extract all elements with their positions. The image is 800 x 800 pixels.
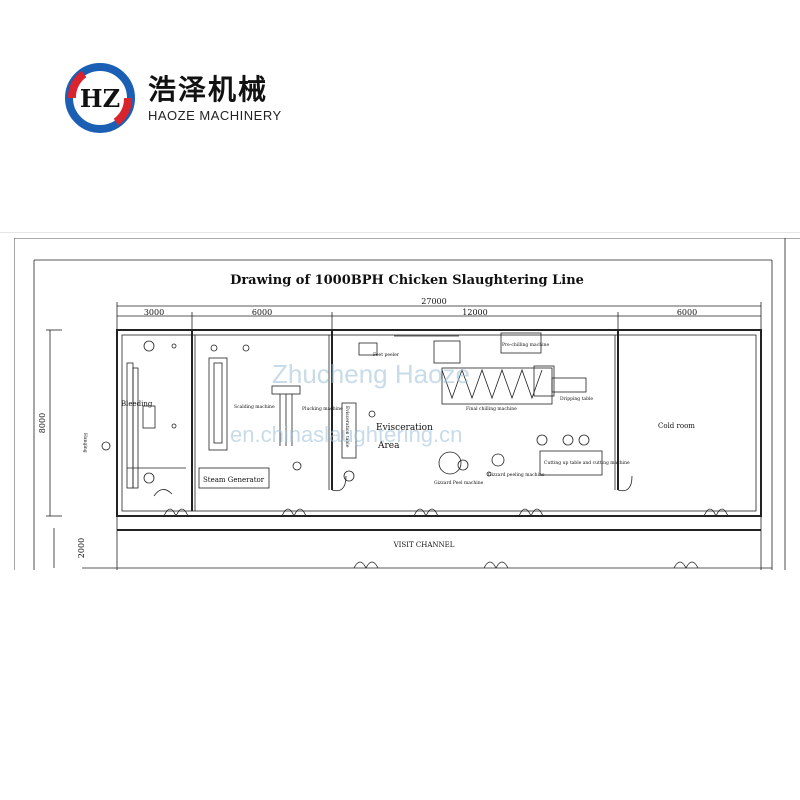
label-bleeding: Bleeding bbox=[121, 400, 153, 408]
dim-seg4: 6000 bbox=[677, 308, 697, 317]
label-pre-chilling: Pre-chilling machine bbox=[502, 342, 549, 348]
dim-height: 8000 bbox=[38, 413, 47, 433]
label-hanging: Hanging bbox=[82, 433, 88, 453]
label-visit-channel: VISIT CHANNEL bbox=[393, 541, 455, 549]
dim-seg3: 12000 bbox=[462, 308, 487, 317]
label-dripping: Dripping table bbox=[560, 396, 593, 402]
dim-seg2: 6000 bbox=[252, 308, 272, 317]
watermark-line2: en.chinaslaughtering.cn bbox=[230, 422, 462, 447]
company-name-cn: 浩泽机械 bbox=[148, 73, 269, 106]
logo-mark-text: HZ bbox=[80, 84, 120, 113]
label-plucking: Plucking machine bbox=[302, 406, 343, 412]
company-name-en: HAOZE MACHINERY bbox=[148, 108, 282, 123]
floor-plan-drawing: Drawing of 1000BPH Chicken Slaughtering … bbox=[13, 237, 800, 570]
drawing-title: Drawing of 1000BPH Chicken Slaughtering … bbox=[230, 273, 584, 288]
label-evisceration: Evisceration bbox=[376, 423, 433, 433]
label-evis-table: Evisceration table bbox=[344, 406, 350, 448]
label-cutting: Cutting up table and cutting machine bbox=[544, 460, 630, 466]
label-cold-room: Cold room bbox=[658, 422, 695, 430]
label-steam-generator: Steam Generator bbox=[203, 476, 265, 484]
label-pre-chiller: Final chilling machine bbox=[466, 406, 517, 412]
dim-total: 27000 bbox=[421, 297, 446, 306]
label-area: Area bbox=[377, 441, 400, 451]
label-gizzard: Gizzard Peel machine bbox=[434, 480, 484, 486]
company-logo: HZ 浩泽机械 HAOZE MACHINERY bbox=[64, 62, 304, 133]
dim-seg1: 3000 bbox=[144, 308, 164, 317]
logo-mark: HZ bbox=[65, 63, 135, 133]
watermark-line1: Zhucheng Haoze bbox=[272, 359, 470, 389]
floor-plan-svg: Drawing of 1000BPH Chicken Slaughtering … bbox=[13, 237, 800, 570]
header-divider bbox=[0, 232, 800, 233]
label-feet-peeler: Feet peeler bbox=[373, 352, 400, 358]
label-scalding: Scalding machine bbox=[234, 404, 275, 410]
label-gizzard-peel: Gizzard peeling machine bbox=[488, 472, 545, 478]
dim-channel-height: 2000 bbox=[77, 538, 86, 558]
